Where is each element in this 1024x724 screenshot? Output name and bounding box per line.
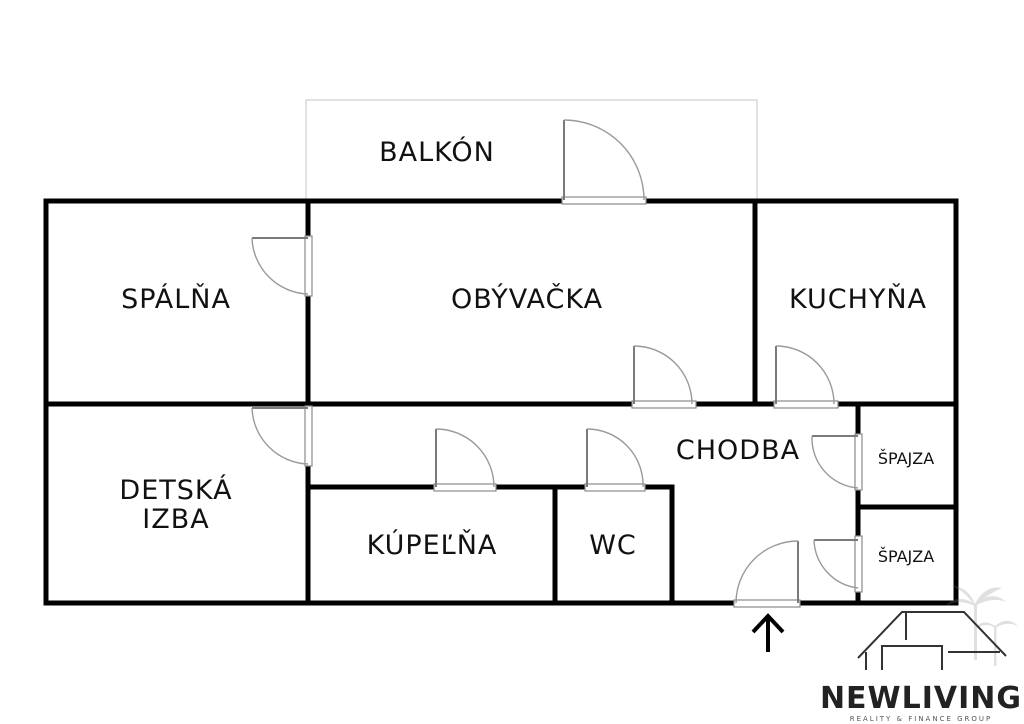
room-label-detska-line1: DETSKÁ xyxy=(119,474,232,506)
door-obyvacka xyxy=(631,345,697,409)
logo: NEWLIVING REALITY & FINANCE GROUP xyxy=(820,586,1022,723)
room-label-balkon: BALKÓN xyxy=(379,136,495,168)
door-spajza-2 xyxy=(813,535,863,593)
door-kuchyna xyxy=(773,345,839,409)
door-kupelna xyxy=(433,428,497,492)
balcony-outline xyxy=(305,99,758,200)
room-label-spajza-1: ŠPAJZA xyxy=(878,449,934,468)
logo-name: NEWLIVING xyxy=(820,681,1022,716)
room-label-spajza-2: ŠPAJZA xyxy=(878,547,934,566)
room-label-chodba: CHODBA xyxy=(676,435,800,466)
door-detska-izba xyxy=(251,405,313,467)
room-label-obyvacka: OBÝVAČKA xyxy=(451,283,603,315)
door-entrance xyxy=(733,540,801,608)
house-roof-icon xyxy=(857,611,1007,670)
door-spajza-1 xyxy=(811,433,863,491)
room-label-wc: WC xyxy=(589,530,637,561)
room-label-detska-line2: IZBA xyxy=(142,504,209,535)
arrow-up-icon xyxy=(751,613,785,652)
room-label-kuchyna: KUCHYŇA xyxy=(789,283,927,315)
room-label-spalna: SPÁLŇA xyxy=(121,283,231,315)
door-spalna xyxy=(251,235,313,297)
door-balcony xyxy=(561,119,647,205)
door-wc xyxy=(584,428,646,492)
logo-tagline: REALITY & FINANCE GROUP xyxy=(850,715,993,723)
room-label-kupelna: KÚPEĽŇA xyxy=(367,529,498,561)
